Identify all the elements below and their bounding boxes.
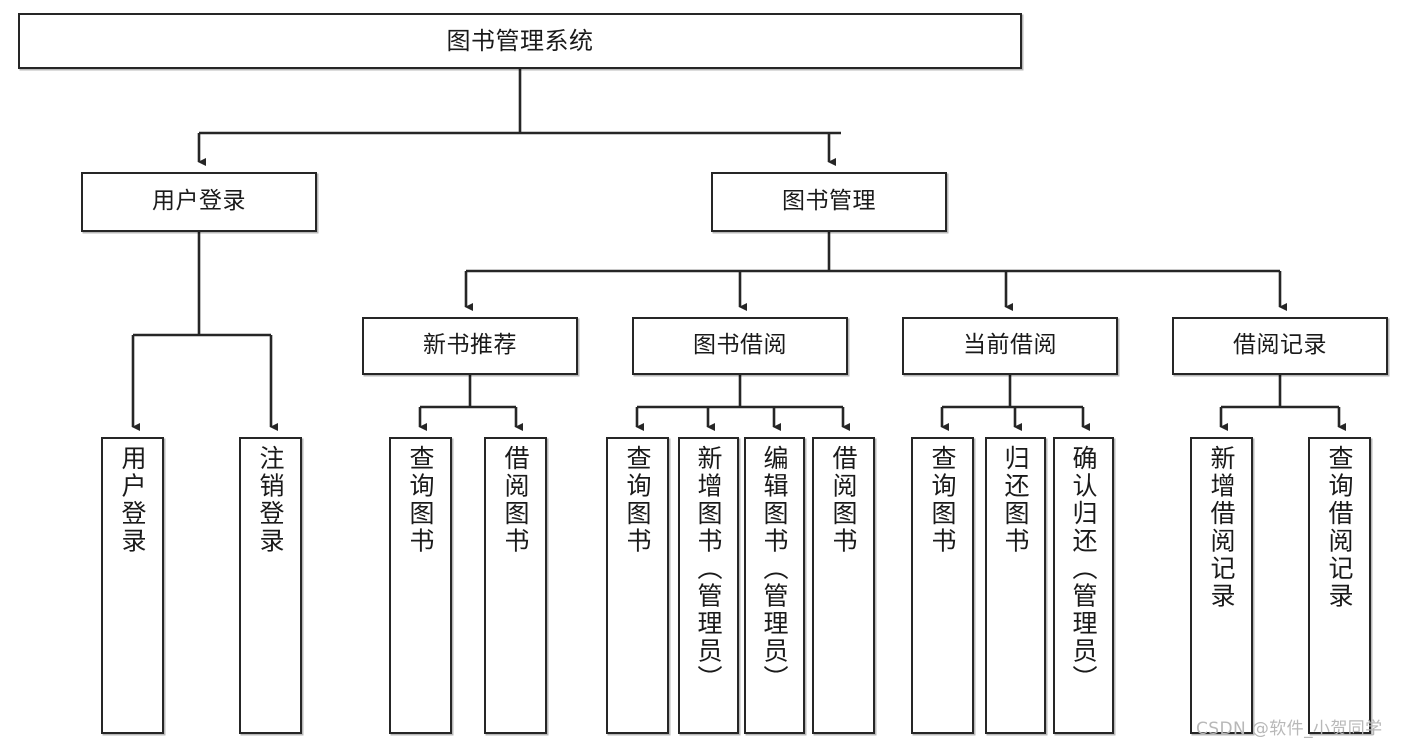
node-leaf-return-book[interactable]: 归还图书 — [985, 437, 1046, 734]
node-leaf-borrow-book-2-label: 借阅图书 — [829, 445, 858, 555]
node-leaf-add-record-label: 新增借阅记录 — [1207, 445, 1236, 610]
node-leaf-add-record[interactable]: 新增借阅记录 — [1190, 437, 1253, 734]
edge-group-current-borrow — [940, 375, 1091, 432]
node-borrow-record[interactable]: 借阅记录 — [1172, 317, 1388, 375]
node-leaf-edit-book[interactable]: 编辑图书（管理员） — [744, 437, 805, 734]
node-leaf-logout-label: 注销登录 — [256, 445, 285, 555]
node-borrow-record-label: 借阅记录 — [1233, 332, 1327, 359]
node-leaf-query-book-3-label: 查询图书 — [928, 445, 957, 555]
node-leaf-confirm-return[interactable]: 确认归还（管理员） — [1053, 437, 1114, 734]
node-leaf-query-record[interactable]: 查询借阅记录 — [1308, 437, 1371, 734]
node-leaf-logout[interactable]: 注销登录 — [239, 437, 302, 734]
node-current-borrow-label: 当前借阅 — [963, 332, 1057, 359]
node-user-login[interactable]: 用户登录 — [81, 172, 317, 232]
node-leaf-add-book-label: 新增图书（管理员） — [694, 445, 723, 693]
edge-group-root — [197, 69, 841, 167]
node-leaf-query-record-label: 查询借阅记录 — [1325, 445, 1354, 610]
node-leaf-query-book-2[interactable]: 查询图书 — [606, 437, 669, 734]
node-book-borrow[interactable]: 图书借阅 — [632, 317, 848, 375]
node-book-borrow-label: 图书借阅 — [693, 332, 787, 359]
node-book-management[interactable]: 图书管理 — [711, 172, 947, 232]
node-leaf-query-book-1[interactable]: 查询图书 — [389, 437, 452, 734]
node-user-login-label: 用户登录 — [152, 188, 246, 215]
node-leaf-borrow-book-1-label: 借阅图书 — [501, 445, 530, 555]
node-leaf-edit-book-label: 编辑图书（管理员） — [760, 445, 789, 693]
node-root[interactable]: 图书管理系统 — [18, 13, 1022, 69]
node-book-management-label: 图书管理 — [782, 188, 876, 215]
node-leaf-borrow-book-2[interactable]: 借阅图书 — [812, 437, 875, 734]
watermark: CSDN @软件_小贺同学 — [1196, 719, 1383, 739]
edge-group-book-management — [464, 232, 1288, 312]
node-leaf-user-login[interactable]: 用户登录 — [101, 437, 164, 734]
node-leaf-query-book-2-label: 查询图书 — [623, 445, 652, 555]
node-leaf-query-book-3[interactable]: 查询图书 — [911, 437, 974, 734]
node-leaf-add-book[interactable]: 新增图书（管理员） — [678, 437, 739, 734]
node-new-book-recommend[interactable]: 新书推荐 — [362, 317, 578, 375]
node-leaf-borrow-book-1[interactable]: 借阅图书 — [484, 437, 547, 734]
node-leaf-user-login-label: 用户登录 — [118, 445, 147, 555]
edge-group-new-book-recommend — [418, 375, 524, 432]
node-leaf-query-book-1-label: 查询图书 — [406, 445, 435, 555]
node-current-borrow[interactable]: 当前借阅 — [902, 317, 1118, 375]
edge-group-user-login — [131, 232, 279, 432]
node-root-label: 图书管理系统 — [446, 26, 594, 55]
edge-group-borrow-record — [1219, 375, 1347, 432]
edge-group-book-borrow — [635, 375, 851, 432]
node-leaf-return-book-label: 归还图书 — [1001, 445, 1030, 555]
node-leaf-confirm-return-label: 确认归还（管理员） — [1069, 445, 1098, 693]
node-new-book-recommend-label: 新书推荐 — [423, 332, 517, 359]
